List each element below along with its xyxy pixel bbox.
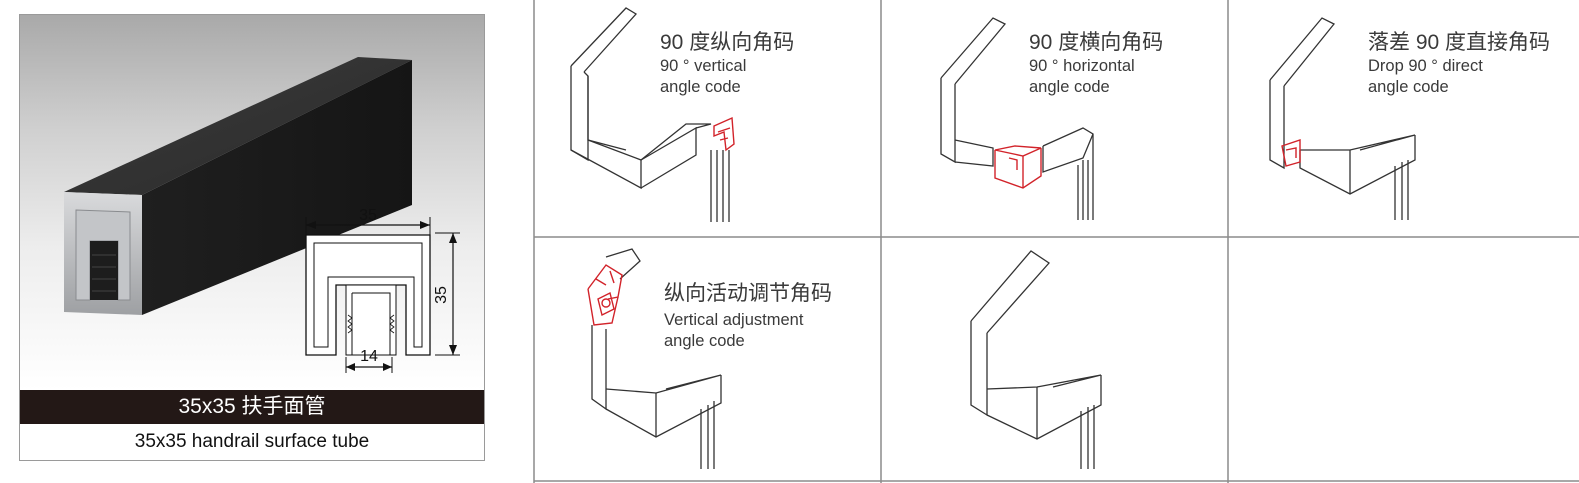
cell-desc-vertical-line2: angle code — [660, 78, 741, 96]
cell-title-horizontal: 90 度横向角码 — [1029, 31, 1164, 54]
cell-desc-drop-line2: angle code — [1368, 78, 1449, 96]
cell-desc-horizontal-line1: 90 ° horizontal — [1029, 57, 1135, 75]
cell-desc-adjustment-line1: Vertical adjustment — [664, 311, 804, 329]
profile-outline — [305, 234, 431, 356]
cell-desc-vertical: 90 ° vertical angle code — [660, 56, 746, 98]
dim-width-label: 35 — [359, 207, 377, 224]
product-frame: 35 35 14 35x35 扶手面管 35x35 handrail surfa… — [19, 14, 485, 461]
cell-desc-drop: Drop 90 ° direct angle code — [1368, 56, 1483, 98]
accessory-cell-horizontal: 90 度横向角码 90 ° horizontal angle code — [883, 0, 1227, 236]
accessory-cell-plain-corner — [883, 239, 1227, 479]
dim-slot-label: 14 — [360, 348, 378, 365]
tube-side-face — [142, 60, 412, 315]
accessory-cell-empty — [1230, 239, 1579, 479]
cell-title-drop: 落差 90 度直接角码 — [1368, 31, 1551, 54]
cross-section-drawing: 35 35 14 — [305, 207, 460, 373]
product-title-cn: 35x35 扶手面管 — [20, 390, 484, 424]
cell-desc-adjustment-line2: angle code — [664, 332, 745, 350]
drop-direct-angle-code-drawing — [1269, 17, 1416, 220]
cell-desc-vertical-line1: 90 ° vertical — [660, 57, 747, 75]
vertical-angle-code-drawing — [570, 7, 735, 222]
dim-height-label: 35 — [433, 286, 450, 304]
cell-desc-adjustment: Vertical adjustment angle code — [664, 310, 803, 352]
accessory-cell-drop: 落差 90 度直接角码 Drop 90 ° direct angle code — [1230, 0, 1579, 236]
cell-title-adjustment: 纵向活动调节角码 — [664, 282, 832, 305]
handrail-tube-render — [64, 57, 412, 315]
plain-corner-drawing — [970, 250, 1102, 469]
cell-desc-horizontal: 90 ° horizontal angle code — [1029, 56, 1135, 98]
tube-inner-channel — [90, 241, 118, 300]
vertical-adjustment-angle-code-drawing — [587, 248, 722, 469]
cell-desc-drop-line1: Drop 90 ° direct — [1368, 57, 1483, 75]
accessory-cell-adjustment: 纵向活动调节角码 Vertical adjustment angle code — [536, 239, 880, 479]
horizontal-angle-code-drawing — [940, 17, 1094, 220]
product-panel: 35 35 14 35x35 扶手面管 35x35 handrail surfa… — [0, 0, 531, 483]
product-title-en: 35x35 handrail surface tube — [134, 431, 370, 452]
cell-desc-horizontal-line2: angle code — [1029, 78, 1110, 96]
cell-title-vertical: 90 度纵向角码 — [660, 31, 795, 54]
tube-top-face — [64, 57, 412, 195]
accessory-cell-vertical: 90 度纵向角码 90 ° vertical angle code — [536, 0, 880, 236]
